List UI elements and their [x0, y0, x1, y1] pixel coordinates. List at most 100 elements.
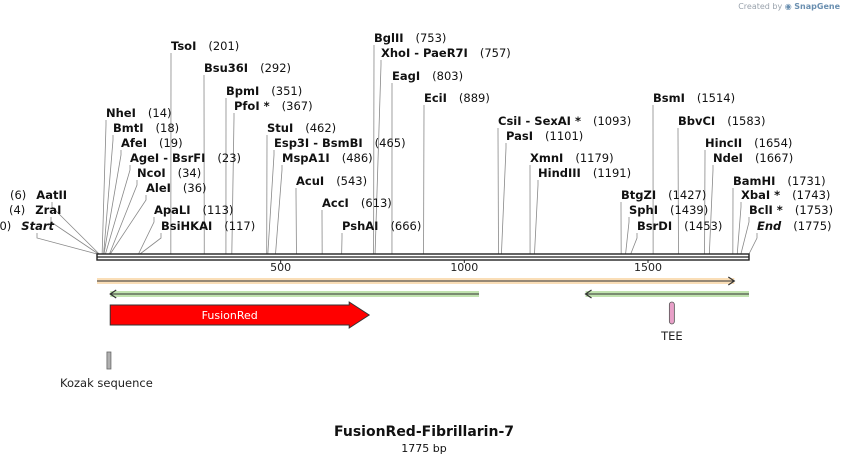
site-position: (803) — [432, 69, 463, 83]
credit-prefix: Created by — [738, 2, 783, 11]
site-position: (1191) — [593, 166, 631, 180]
site-name: AfeI — [121, 136, 147, 150]
site-label-xmni[interactable]: XmnI(1179) — [530, 151, 614, 165]
site-label-pfoi[interactable]: PfoI * (367) — [234, 99, 313, 113]
site-label-alei[interactable]: AleI(36) — [146, 181, 207, 195]
site-name: Esp3I - BsmBI — [274, 136, 363, 150]
site-position: (1667) — [755, 151, 793, 165]
site-label-xhoi-paer7i[interactable]: XhoI - PaeR7I (757) — [381, 46, 511, 60]
site-label-eagi[interactable]: EagI(803) — [392, 69, 463, 83]
site-name: NheI — [106, 106, 136, 120]
site-label-hindiii[interactable]: HindIII(1191) — [538, 166, 631, 180]
site-label-csii-sexai[interactable]: CsiI - SexAI * (1093) — [498, 114, 631, 128]
snapgene-credit: Created by ◉ SnapGene — [738, 2, 840, 11]
site-leader-xbai — [736, 202, 742, 255]
site-label-end[interactable]: End(1775) — [757, 219, 832, 233]
feature-tee[interactable]: TEE — [660, 301, 683, 343]
site-leader-pfoi — [231, 113, 235, 255]
site-label-ncoi[interactable]: NcoI(34) — [137, 166, 201, 180]
site-name: Bsu36I — [204, 61, 248, 75]
site-name: PasI — [506, 129, 533, 143]
site-position: (1101) — [545, 129, 583, 143]
site-label-stui[interactable]: StuI(462) — [267, 121, 336, 135]
site-position: (367) — [282, 99, 313, 113]
site-label-aatii[interactable]: (6)AatII — [10, 188, 67, 202]
site-label-pasi[interactable]: PasI (1101) — [506, 129, 583, 143]
site-label-btgzi[interactable]: BtgZI(1427) — [621, 188, 706, 202]
site-leader-hindiii — [534, 180, 539, 255]
credit-brand: SnapGene — [794, 2, 840, 11]
site-label-bsihkai[interactable]: BsiHKAI(117) — [161, 219, 255, 233]
site-position: (0) — [0, 219, 11, 233]
site-label-sphi[interactable]: SphI(1439) — [629, 203, 708, 217]
site-label-xbai[interactable]: XbaI *(1743) — [741, 188, 830, 202]
site-label-acci[interactable]: AccI(613) — [322, 196, 392, 210]
site-name: ZraI — [35, 203, 61, 217]
site-position: (34) — [178, 166, 202, 180]
site-name: ApaLI — [154, 203, 191, 217]
site-position: (465) — [375, 136, 406, 150]
site-position: (1439) — [670, 203, 708, 217]
site-name: BtgZI — [621, 188, 656, 202]
site-label-afei[interactable]: AfeI (19) — [121, 136, 183, 150]
site-name: XhoI - PaeR7I — [381, 46, 468, 60]
site-leader-ndei — [708, 165, 714, 255]
feature-label: Kozak sequence — [60, 376, 153, 390]
site-name: BpmI — [226, 84, 259, 98]
site-position: (1093) — [593, 114, 631, 128]
site-label-acui[interactable]: AcuI(543) — [296, 174, 367, 188]
feature-marker — [668, 301, 675, 325]
site-name: AatII — [36, 188, 67, 202]
site-label-bmti[interactable]: BmtI(18) — [113, 121, 179, 135]
site-position: (1775) — [793, 219, 831, 233]
site-label-zrai[interactable]: (4)ZraI — [9, 203, 61, 217]
site-label-bbvci[interactable]: BbvCI(1583) — [678, 114, 765, 128]
site-label-bamhi[interactable]: BamHI(1731) — [733, 174, 826, 188]
site-leader-aatii — [51, 202, 100, 255]
site-position: (757) — [480, 46, 511, 60]
site-label-bsmi[interactable]: BsmI(1514) — [653, 91, 735, 105]
site-label-bpmi[interactable]: BpmI(351) — [226, 84, 302, 98]
site-position: (1179) — [575, 151, 613, 165]
site-position: (1453) — [684, 219, 722, 233]
site-label-apali[interactable]: ApaLI(113) — [154, 203, 233, 217]
site-label-tsoi[interactable]: TsoI(201) — [171, 39, 239, 53]
feature-label: TEE — [660, 329, 683, 343]
site-label-esp3i-bsmbi[interactable]: Esp3I - BsmBI (465) — [274, 136, 406, 150]
site-name: MspA1I — [282, 151, 330, 165]
site-label-bglii[interactable]: BglII(753) — [374, 31, 446, 45]
site-position: (117) — [224, 219, 255, 233]
site-label-agei-bsrfi[interactable]: AgeI - BsrFI(23) — [130, 151, 241, 165]
site-name: AgeI - BsrFI — [130, 151, 205, 165]
site-label-pshai[interactable]: PshAI(666) — [342, 219, 421, 233]
site-position: (1654) — [754, 136, 792, 150]
orf-arrow — [109, 289, 480, 299]
site-position: (753) — [416, 31, 447, 45]
site-leader-start — [36, 233, 98, 255]
site-label-nhei[interactable]: NheI(14) — [106, 106, 172, 120]
site-position: (666) — [390, 219, 421, 233]
site-position: (36) — [183, 181, 207, 195]
site-labels: TsoI(201) Bsu36I(292) BpmI(351)PfoI * (367)… — [0, 31, 833, 233]
site-name: PfoI * — [234, 99, 270, 113]
site-label-bcli[interactable]: BclI *(1753) — [749, 203, 833, 217]
site-leader-bsihkai — [139, 233, 162, 255]
feature-kozak-sequence[interactable]: Kozak sequence — [60, 351, 153, 390]
feature-fusionred[interactable]: FusionRed — [109, 301, 371, 329]
site-label-hincii[interactable]: HincII(1654) — [705, 136, 792, 150]
site-leader-apali — [138, 217, 155, 255]
site-label-ndei[interactable]: NdeI(1667) — [713, 151, 793, 165]
site-name: CsiI - SexAI * — [498, 114, 581, 128]
site-name: BmtI — [113, 121, 144, 135]
site-label-bsrdi[interactable]: BsrDI(1453) — [637, 219, 722, 233]
plasmid-map: TsoI(201) Bsu36I(292) BpmI(351)PfoI * (367)… — [0, 31, 833, 390]
site-position: (19) — [159, 136, 183, 150]
site-label-mspa1i[interactable]: MspA1I(486) — [282, 151, 373, 165]
site-label-start[interactable]: (0)Start — [0, 219, 55, 233]
feature-arrow — [109, 301, 371, 329]
site-label-ecii[interactable]: EciI(889) — [424, 91, 490, 105]
site-label-bsu36i[interactable]: Bsu36I(292) — [204, 61, 291, 75]
feature-label: FusionRed — [202, 309, 258, 322]
